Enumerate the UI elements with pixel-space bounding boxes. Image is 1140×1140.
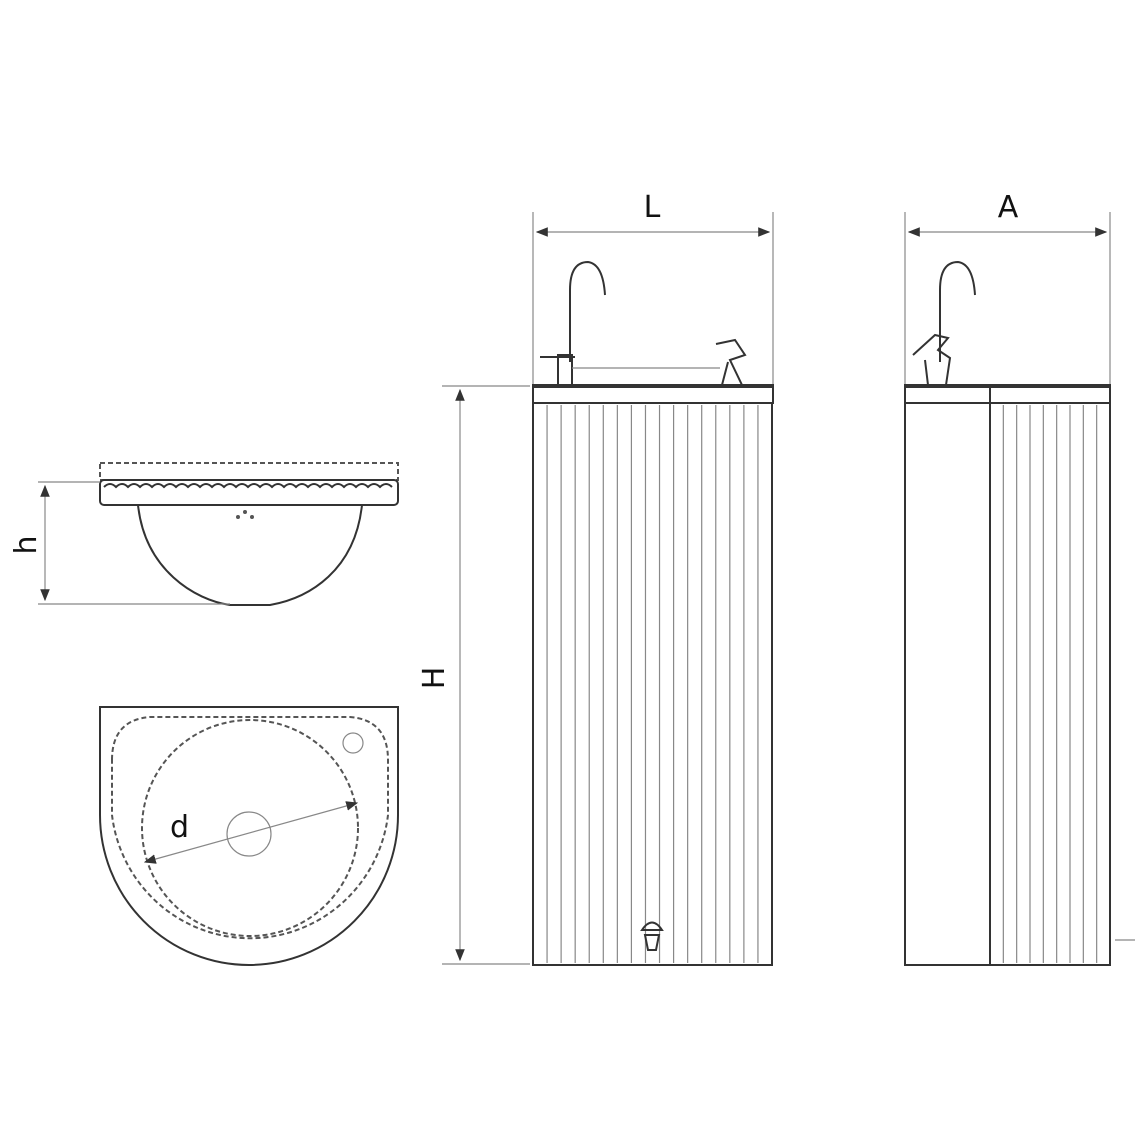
dimension-L: L	[532, 190, 774, 385]
fountain-side-view	[904, 260, 1135, 966]
dimension-label-L: L	[644, 190, 661, 225]
basin-top-view: d	[99, 706, 399, 966]
drain-dots	[236, 510, 254, 519]
dimension-label-h: h	[9, 535, 44, 554]
drain-valve-icon	[640, 921, 664, 951]
dimension-label-A: A	[998, 190, 1019, 225]
dimension-h: h	[9, 481, 230, 605]
dimension-label-d: d	[170, 810, 189, 845]
fountain-front-view	[532, 260, 774, 966]
dimension-A: A	[904, 190, 1111, 385]
basin-side-view	[99, 462, 399, 606]
dimension-label-H: H	[417, 667, 452, 690]
dimension-H: H	[417, 385, 530, 965]
